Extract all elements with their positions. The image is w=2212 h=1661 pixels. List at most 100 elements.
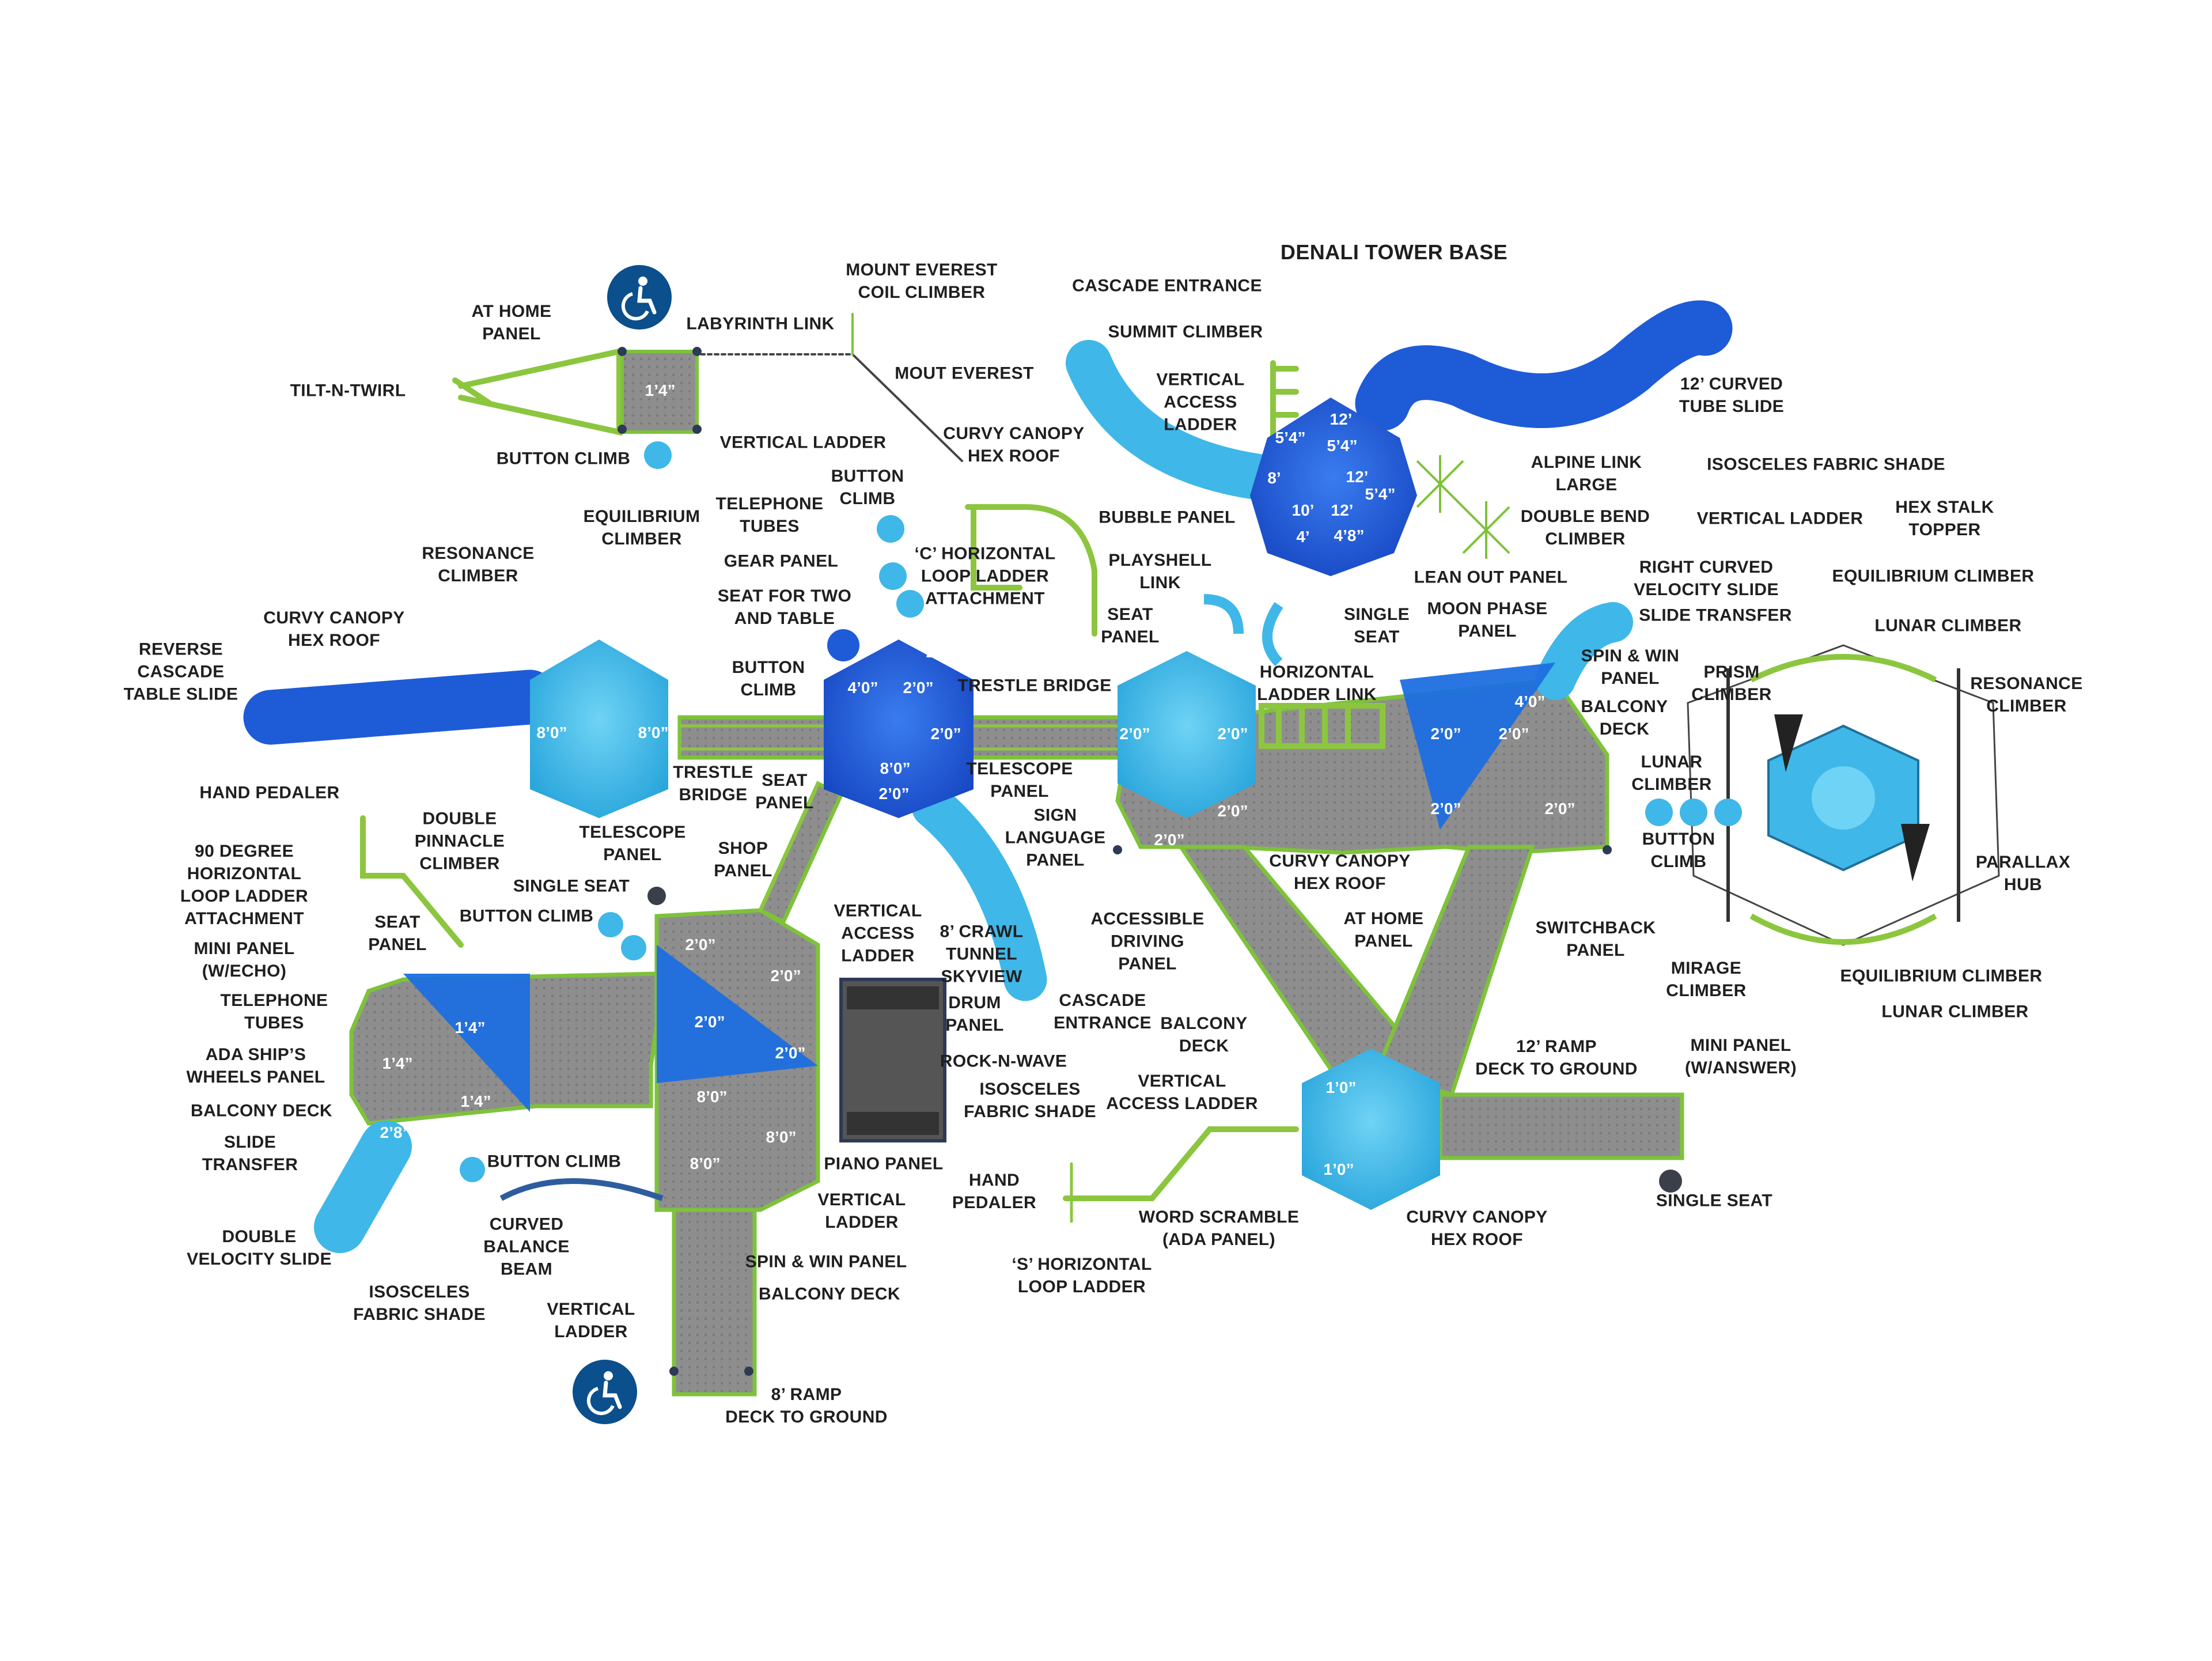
label-sign-language-panel: SIGN LANGUAGE PANEL: [1005, 805, 1106, 870]
label-accessible-driving-panel: ACCESSIBLE DRIVING PANEL: [1090, 909, 1205, 974]
label-drum-panel: DRUM PANEL: [945, 993, 1004, 1035]
label-cascade-entrance-lower: CASCADE ENTRANCE: [1054, 991, 1152, 1032]
label-mount-everest-coil-climber: MOUNT EVEREST COIL CLIMBER: [846, 260, 998, 302]
label-seat-for-two-and-table: SEAT FOR TWO AND TABLE: [717, 587, 852, 628]
label-s-horizontal-loop-ladder: ‘S’ HORIZONTAL LOOP LADDER: [1012, 1255, 1152, 1296]
dim-tower: 4’8”: [1334, 527, 1365, 544]
label-equilibrium-climber-left: EQUILIBRIUM CLIMBER: [583, 507, 700, 548]
label-vertical-ladder-top: VERTICAL LADDER: [719, 433, 887, 452]
dim-tower: 4’: [1296, 528, 1310, 546]
label-at-home-panel: AT HOME PANEL: [471, 302, 552, 343]
label-balcony-deck-bottom: BALCONY DECK: [759, 1284, 900, 1304]
dim-left-deck: 1’4”: [460, 1092, 491, 1110]
label-prism-climber: PRISM CLIMBER: [1691, 663, 1772, 704]
label-single-seat-top: SINGLE SEAT: [1343, 605, 1410, 646]
label-equilibrium-climber-right: EQUILIBRIUM CLIMBER: [1832, 566, 2035, 586]
label-ada-ships-wheels-panel: ADA SHIP’S WHEELS PANEL: [186, 1045, 325, 1087]
dim-left-deck: 2’8”: [380, 1123, 411, 1141]
label-tilt-n-twirl: TILT-N-TWIRL: [290, 381, 406, 400]
wheelchair-icon: [607, 265, 672, 330]
label-single-seat-bottom: SINGLE SEAT: [1656, 1191, 1773, 1210]
dim-left-deck: 1’4”: [382, 1054, 413, 1072]
label-lean-out-panel: LEAN OUT PANEL: [1414, 567, 1568, 587]
label-shop-panel: SHOP PANEL: [714, 839, 772, 880]
dim-center-deck: 8’0”: [696, 1088, 728, 1106]
label-word-scramble: WORD SCRAMBLE (ADA PANEL): [1138, 1208, 1300, 1249]
dim-tower: 12’: [1346, 468, 1369, 486]
dim-tower: 5’4”: [1275, 429, 1306, 447]
dim-center-deck: 8’0”: [766, 1128, 797, 1146]
dim-right-deck: 4’0”: [1514, 693, 1546, 710]
label-right-curved-velocity-slide: RIGHT CURVED VELOCITY SLIDE: [1634, 558, 1779, 599]
label-seat-panel-top: SEAT PANEL: [1101, 605, 1160, 646]
hex-roofs: [530, 398, 1440, 1210]
label-curvy-canopy-hex-roof-top: CURVY CANOPY HEX ROOF: [943, 424, 1085, 466]
bridge-rungs: [680, 724, 1141, 751]
label-curvy-canopy-hex-roof-mid: CURVY CANOPY HEX ROOF: [1269, 852, 1411, 893]
slides: [243, 300, 1733, 1253]
label-equilibrium-climber-bottom: EQUILIBRIUM CLIMBER: [1840, 966, 2043, 986]
label-lunar-climber-bottom: LUNAR CLIMBER: [1881, 1002, 2029, 1021]
label-labyrinth-link: LABYRINTH LINK: [686, 314, 835, 334]
dim-tower: 12’: [1331, 501, 1354, 519]
label-trestle-bridge-left: TRESTLE BRIDGE: [673, 763, 753, 804]
label-balcony-deck-right: BALCONY DECK: [1581, 697, 1668, 739]
label-piano-panel: PIANO PANEL: [824, 1154, 944, 1174]
label-mout-everest: MOUT EVEREST: [895, 364, 1034, 383]
dim-center-deck: 2’0”: [685, 936, 716, 954]
dim-center-hex: 2’0”: [903, 679, 934, 697]
label-curved-balance-beam: CURVED BALANCE BEAM: [483, 1214, 570, 1279]
label-lunar-climber-mid: LUNAR CLIMBER: [1631, 752, 1712, 794]
dim-bottom-hex: 1’0”: [1323, 1160, 1354, 1178]
label-slide-transfer-right: SLIDE TRANSFER: [1639, 606, 1792, 625]
label-summit-climber: SUMMIT CLIMBER: [1108, 322, 1263, 342]
label-vertical-ladder-bottom: VERTICAL LADDER: [547, 1300, 635, 1341]
label-mirage-climber: MIRAGE CLIMBER: [1666, 959, 1747, 1000]
label-mini-panel-answer: MINI PANEL (W/ANSWER): [1685, 1036, 1797, 1077]
dim-tower: 8’: [1267, 469, 1281, 487]
label-single-seat-left: SINGLE SEAT: [513, 876, 630, 896]
label-telescope-panel-left: TELESCOPE PANEL: [579, 823, 686, 864]
label-isosceles-fabric-shade-bottom: ISOSCELES FABRIC SHADE: [353, 1282, 486, 1324]
dim-center-deck: 8’0”: [690, 1155, 721, 1172]
label-rock-n-wave: ROCK-N-WAVE: [940, 1051, 1067, 1071]
dim-tower: 10’: [1291, 501, 1315, 519]
dim-right-deck: 2’0”: [1544, 800, 1575, 818]
dim-tower: 12’: [1330, 410, 1353, 428]
dim-right-hex: 2’0”: [1119, 725, 1150, 743]
label-vertical-ladder-right: VERTICAL LADDER: [1696, 509, 1863, 528]
fabric-shades: [403, 663, 1555, 1112]
dim-center-deck: 2’0”: [770, 967, 801, 985]
label-at-home-panel-mid: AT HOME PANEL: [1343, 909, 1424, 951]
label-button-climb-mid: BUTTON CLIMB: [831, 467, 904, 508]
label-balcony-deck-left: BALCONY DECK: [191, 1101, 332, 1121]
dim-right-hex: 2’0”: [1154, 831, 1185, 849]
label-curvy-canopy-hex-roof-bottom: CURVY CANOPY HEX ROOF: [1406, 1208, 1548, 1249]
dim-center-hex: 2’0”: [926, 643, 957, 661]
label-vertical-access-ladder-mid: VERTICAL ACCESS LADDER: [1106, 1072, 1258, 1113]
label-button-climb-left: BUTTON CLIMB: [459, 906, 594, 926]
dim-tower: 5’4”: [1327, 437, 1358, 455]
green-frames: [360, 313, 1385, 1223]
label-8ft-crawl-tunnel-skyview: 8’ CRAWL TUNNEL SKYVIEW: [940, 922, 1024, 986]
label-balcony-deck-mid: BALCONY DECK: [1160, 1014, 1248, 1055]
label-spin-and-win-panel-bottom: SPIN & WIN PANEL: [745, 1252, 907, 1272]
label-alpine-link-large: ALPINE LINK LARGE: [1531, 453, 1642, 494]
label-button-climb-top: BUTTON CLIMB: [496, 449, 631, 468]
label-resonance-climber-right: RESONANCE CLIMBER: [1970, 674, 2083, 716]
dim-labyrinth: 1’4”: [645, 381, 676, 399]
label-hand-pedaler-bottom: HAND PEDALER: [952, 1171, 1037, 1212]
dim-center-deck: 2’0”: [694, 1013, 725, 1031]
wheelchair-icon: [573, 1360, 637, 1424]
label-denali-tower-base: DENALI TOWER BASE: [1280, 240, 1508, 264]
label-gear-panel: GEAR PANEL: [724, 551, 839, 571]
label-button-climb-bottom: BUTTON CLIMB: [487, 1152, 622, 1171]
label-resonance-climber-left: RESONANCE CLIMBER: [422, 544, 535, 585]
label-moon-phase-panel: MOON PHASE PANEL: [1427, 599, 1548, 641]
label-vertical-ladder-center: VERTICAL LADDER: [817, 1190, 906, 1232]
curved-balance-beam: [499, 1178, 664, 1201]
label-playshell-link: PLAYSHELL LINK: [1108, 551, 1212, 592]
dim-center-hex: 8’0”: [880, 759, 911, 777]
